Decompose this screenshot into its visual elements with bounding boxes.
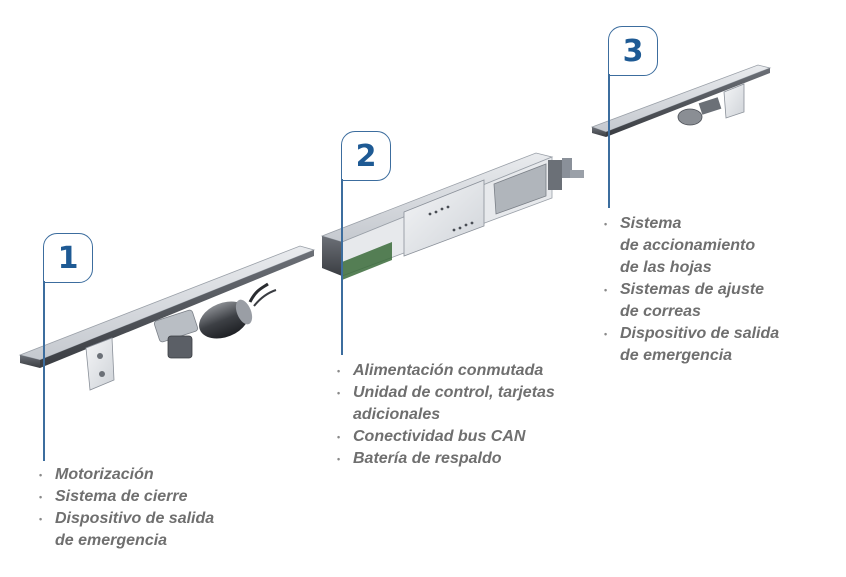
section-1-feature: Sistema de cierre <box>37 486 214 508</box>
section-2-feature: Alimentación conmutada <box>335 360 555 382</box>
section-2-feature-list: Alimentación conmutada Unidad de control… <box>335 360 555 470</box>
section-3-leader-line <box>608 74 610 208</box>
section-3-badge: 3 <box>608 26 658 76</box>
section-1-number: 1 <box>57 240 79 276</box>
rail-2 <box>320 152 584 280</box>
section-2-badge: 2 <box>341 131 391 181</box>
section-2-feature: Conectividad bus CAN <box>335 426 555 448</box>
section-2-number: 2 <box>355 138 377 174</box>
section-1-badge: 1 <box>43 233 93 283</box>
section-1-feature: Motorización <box>37 464 214 486</box>
section-1-leader-line <box>43 281 45 461</box>
rail-1 <box>18 245 316 391</box>
section-3-number: 3 <box>622 33 644 69</box>
section-1-feature-list: Motorización Sistema de cierre Dispositi… <box>37 464 214 552</box>
section-2-feature: Batería de respaldo <box>335 448 555 470</box>
motor-unit <box>153 282 277 359</box>
rail-3 <box>590 64 772 137</box>
section-2-leader-line <box>341 179 343 355</box>
